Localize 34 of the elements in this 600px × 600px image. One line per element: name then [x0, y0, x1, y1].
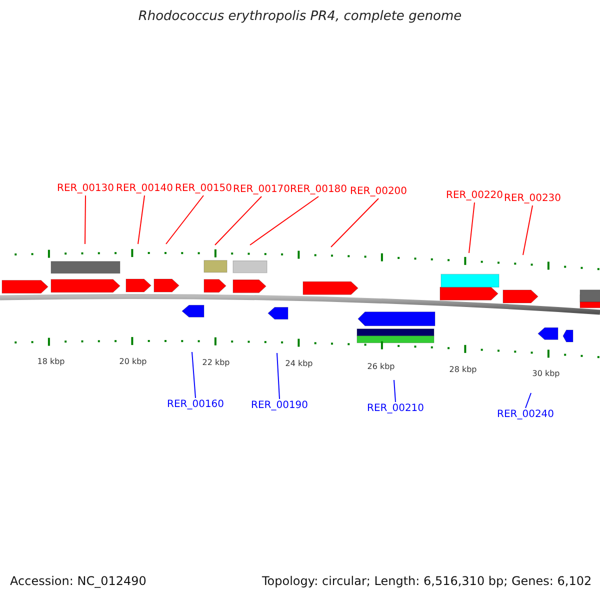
leader-line: [192, 352, 196, 398]
scale-label: 18 kbp: [36, 357, 66, 366]
gene-label: RER_00150: [175, 183, 232, 194]
leader-line: [84, 195, 86, 244]
gene-label: RER_00160: [167, 399, 224, 410]
gene-label: RER_00190: [251, 400, 308, 412]
gene-label: RER_00170: [233, 184, 290, 196]
leader-line: [214, 196, 262, 246]
title: Rhodococcus erythropolis PR4, complete genome: [137, 10, 463, 25]
leader-line: [276, 352, 280, 400]
gene-label: RER_00140: [116, 183, 174, 194]
scale-label: 20 kbp: [118, 357, 148, 366]
scale-label: 30 kbp: [531, 369, 561, 378]
leader-line: [138, 195, 146, 244]
footer-text: Topology: circular; Length: 6,516,310 bp; Genes: 6,102: [262, 575, 592, 589]
leader-line: [250, 196, 320, 246]
leader-line: [468, 202, 476, 254]
gene-label: RER_00180: [290, 184, 348, 196]
scale-label: 22 kbp: [201, 358, 231, 368]
leader-line: [522, 205, 534, 256]
leader-line: [166, 195, 204, 244]
scale-label: 24 kbp: [284, 359, 314, 368]
gene-label: RER_00200: [350, 186, 408, 198]
gene-label: RER_00220: [446, 190, 504, 202]
footer-text: Accession: NC_012490: [10, 575, 146, 589]
scale-label: 28 kbp: [448, 365, 478, 374]
leader-line: [394, 380, 396, 402]
scale-label: 26 kbp: [366, 362, 396, 372]
gene-label: RER_00230: [504, 193, 562, 204]
gene-label: RER_00240: [497, 409, 554, 420]
leader-line: [525, 392, 532, 408]
leader-line: [330, 198, 380, 248]
gene-label: RER_00130: [57, 183, 114, 194]
gene-label: RER_00210: [367, 403, 424, 414]
